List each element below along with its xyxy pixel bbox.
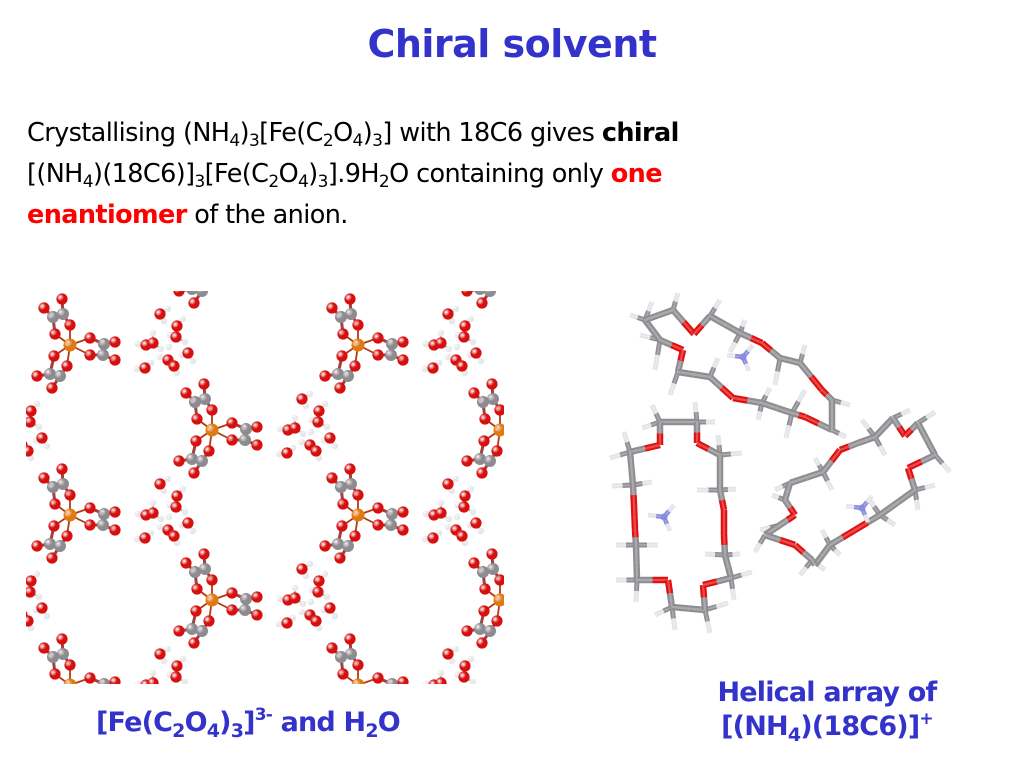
text-run: [Fe(C	[259, 118, 323, 148]
caption-crown-line-1: Helical array of	[717, 677, 937, 708]
text-run: ].9H	[327, 159, 380, 189]
slide-title: Chiral solvent	[367, 22, 657, 66]
text-run: )	[308, 159, 318, 189]
caption-crown: Helical array of [(NH4)(18C6)]+	[682, 676, 972, 746]
text-run: and H	[271, 707, 367, 738]
subscript: 3	[230, 720, 244, 742]
text-run: of the anion.	[186, 200, 348, 230]
text-run: [Fe(C	[96, 707, 173, 738]
text-run: O	[377, 707, 401, 738]
lattice-figure	[26, 291, 504, 684]
subscript: 3	[372, 131, 383, 151]
subscript: 4	[206, 720, 220, 742]
crown-ether-figure	[600, 290, 960, 650]
superscript: +	[919, 709, 933, 729]
subscript: 2	[378, 172, 390, 192]
text-run: )	[362, 118, 373, 148]
text-run: O containing only	[389, 159, 611, 189]
subscript: 2	[322, 131, 334, 151]
text-run: )(18C6)]	[92, 159, 195, 189]
text-run: [Fe(C	[204, 159, 269, 189]
body-text: Crystallising (NH4)3[Fe(C2O4)3] with 18C…	[27, 113, 857, 236]
text-run: O	[278, 159, 299, 189]
subscript: 2	[268, 172, 279, 192]
body-line-1: Crystallising (NH4)3[Fe(C2O4)3] with 18C…	[27, 113, 857, 154]
subscript: 3	[194, 172, 205, 192]
ammonium-crown-ether-image	[609, 292, 952, 634]
iron-oxalate-lattice-image	[26, 291, 504, 684]
subscript: 4	[82, 172, 94, 192]
subscript: 3	[248, 131, 260, 151]
text-run: )(18C6)]	[800, 711, 920, 742]
subscript: 4	[229, 131, 240, 151]
emphasis-chiral: chiral	[601, 118, 680, 148]
text-run: )	[239, 118, 250, 148]
caption-crown-line-2: [(NH4)(18C6)]+	[682, 709, 972, 746]
caption-lattice: [Fe(C2O4)3]3- and H2O	[96, 705, 476, 742]
text-run: O	[333, 118, 353, 148]
subscript: 2	[172, 720, 185, 742]
text-run: [(NH	[27, 159, 83, 189]
text-run: )	[219, 707, 231, 738]
body-line-2: [(NH4)(18C6)]3[Fe(C2O4)3].9H2O containin…	[27, 154, 857, 195]
subscript: 2	[365, 720, 378, 742]
text-run: ]	[243, 707, 255, 738]
text-run: Crystallising (NH	[27, 118, 230, 148]
subscript: 4	[298, 172, 309, 192]
subscript: 4	[787, 724, 801, 746]
subscript: 4	[352, 131, 364, 151]
superscript: 3-	[254, 705, 273, 725]
text-run: [(NH	[721, 711, 788, 742]
text-run: ] with 18C6 gives	[382, 118, 602, 148]
emphasis-one: one	[610, 159, 663, 189]
emphasis-enantiomer: enantiomer	[27, 200, 187, 230]
subscript: 3	[317, 172, 329, 192]
text-run: O	[184, 707, 208, 738]
body-line-3: enantiomer of the anion.	[27, 195, 857, 236]
